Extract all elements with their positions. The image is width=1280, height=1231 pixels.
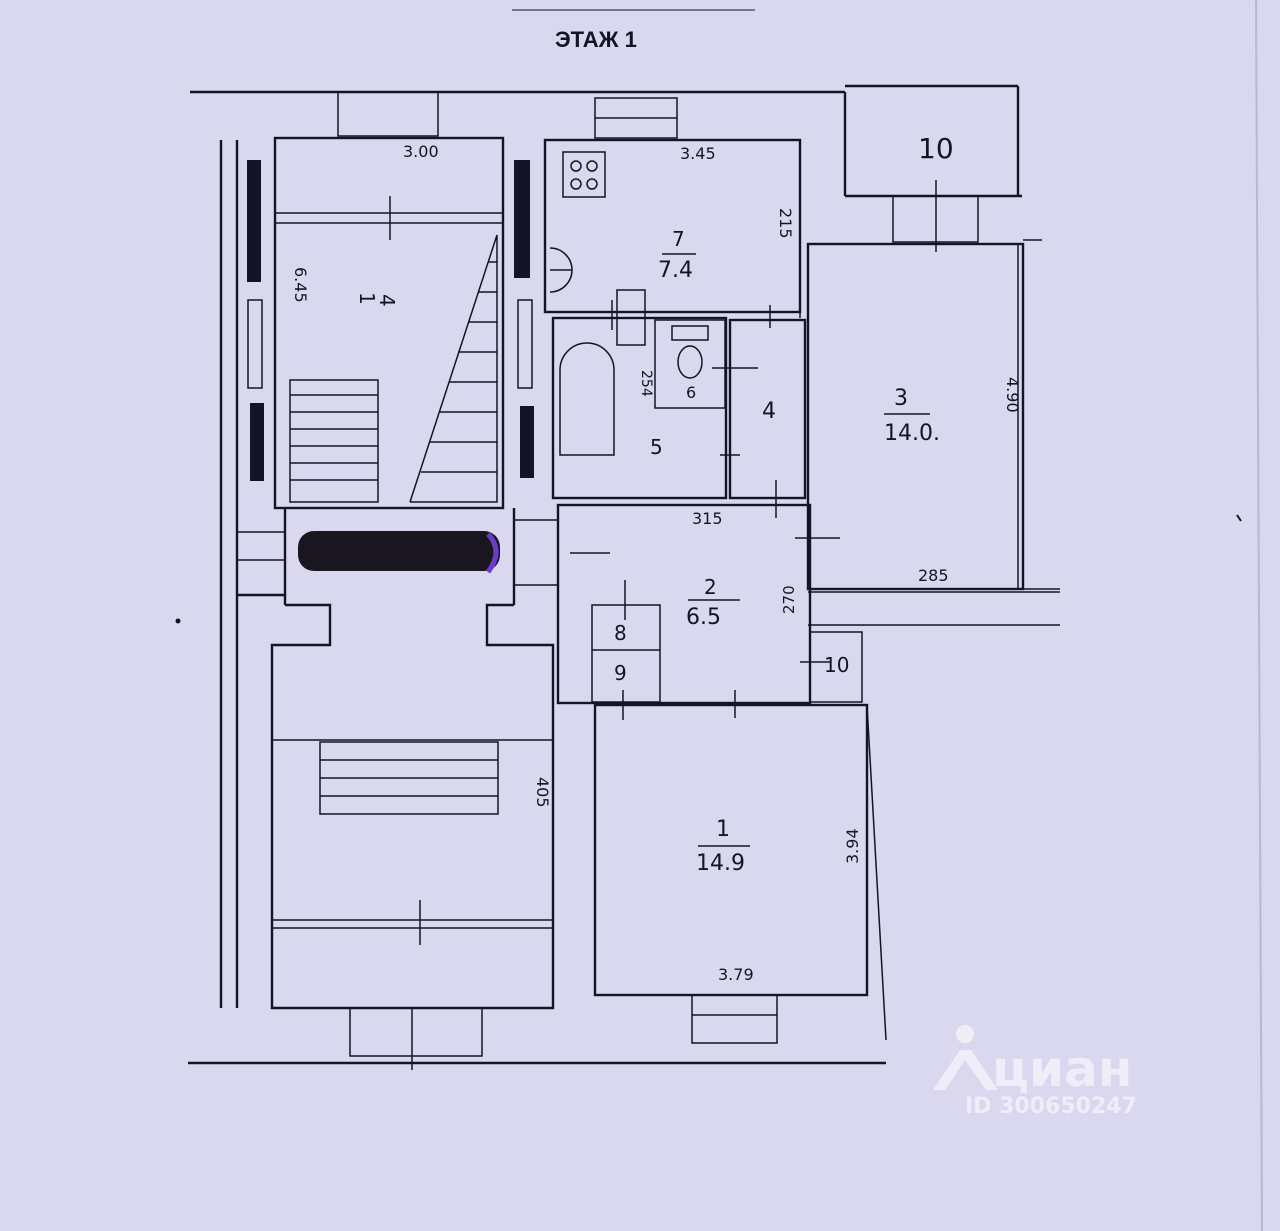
stair-room-number: 1 [355,292,379,305]
watermark-id: ID 300650247 [965,1094,1137,1119]
page-edge-line [1255,0,1263,1231]
apartment-walls [543,138,1060,1044]
dim-kitchen-width: 3.45 [680,144,716,163]
dim-stair-length: 6.45 [291,267,310,303]
room-10-label-small: 10 [824,653,849,677]
dim-bath-depth: 254 [638,370,654,397]
dim-hall-depth: 270 [780,585,798,614]
cian-logo-icon [933,1025,998,1090]
room-6-number: 6 [686,383,696,402]
landing [237,508,557,605]
room-10-label-top: 10 [918,132,954,165]
stair-room-area: 4 [375,294,399,307]
room-7-area: 7.4 [658,258,693,283]
dim-room1-width: 3.79 [718,965,754,984]
room-1-area: 14.9 [696,851,745,876]
room-4-number: 4 [762,399,776,424]
room-3-number: 3 [894,386,908,411]
dim-room3-depth: 4.90 [1003,377,1022,413]
room-7-number: 7 [672,227,685,251]
room-8-number: 8 [614,621,627,645]
room-1-number: 1 [716,817,730,842]
dim-stair-width: 3.00 [403,142,439,161]
room-5-number: 5 [650,435,663,459]
room-2-number: 2 [704,575,717,599]
stairwell-lower [270,603,555,1070]
room-3-area: 14.0. [884,421,940,446]
page-title: ЭТАЖ 1 [555,27,637,52]
dim-hall-width: 315 [692,509,723,528]
building-outline [188,84,1022,1065]
ink-dot [175,618,181,624]
dim-room3-width: 285 [918,566,949,585]
stairwell-upper [247,136,534,510]
room-2-area: 6.5 [686,605,721,630]
room-9-number: 9 [614,661,627,685]
watermark-brand: циан [992,1040,1132,1098]
redacted-label [298,531,500,571]
dim-kitchen-depth: 215 [776,208,795,239]
dim-room1-depth: 3.94 [843,828,862,864]
redaction-edge [485,532,499,574]
top-windows [337,91,979,252]
dim-lower-stair-depth: 405 [533,777,552,808]
watermark: циан ID 300650247 [933,1025,1137,1119]
right-wall-mark [1236,514,1242,522]
